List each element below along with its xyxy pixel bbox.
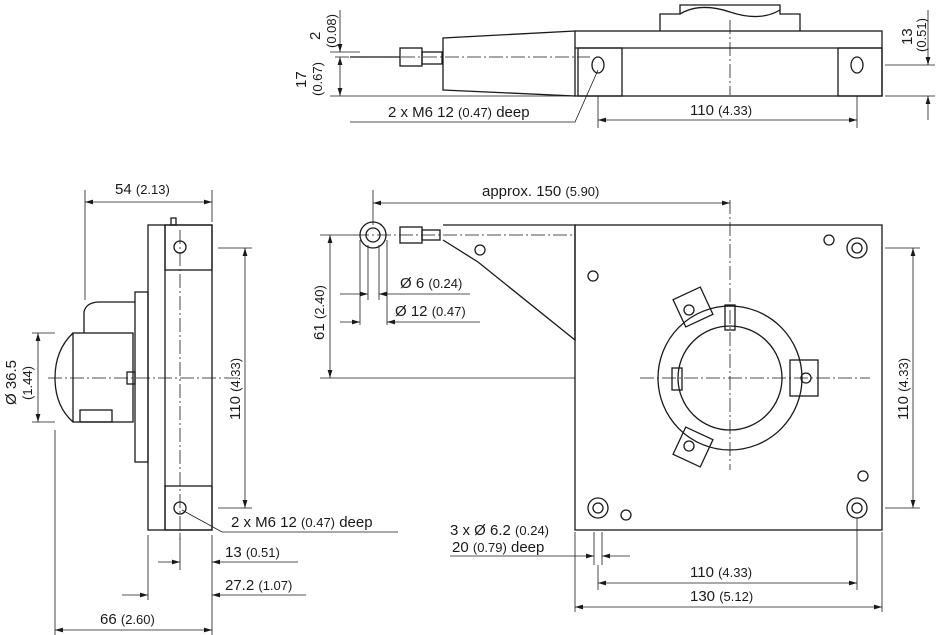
dim-13: 13 — [899, 28, 916, 45]
dim-diameter-inch: (1.44) — [20, 366, 35, 400]
dim-diameter: Ø 36.5 — [3, 360, 20, 405]
thread-label-top: 2 x M6 12 (0.47) deep — [388, 104, 530, 121]
dim-130: 130 (5.12) — [690, 588, 753, 605]
dim-61: 61 (2.40) — [311, 285, 328, 340]
dim-17: 17 — [293, 71, 310, 88]
holes-depth-label: 20 (0.79) deep — [452, 539, 544, 556]
dim-13-inch: (0.51) — [914, 18, 929, 52]
dim-66-side: 66 (2.60) — [100, 611, 155, 628]
dim-54: 54 (2.13) — [115, 181, 170, 198]
dim-110-horizontal: 110 (4.33) — [690, 564, 752, 581]
side-view: 54 (2.13) 110 (4.33) Ø 36.5 (1.44) 2 x M… — [3, 181, 398, 635]
holes-label: 3 x Ø 6.2 (0.24) — [450, 522, 549, 539]
dim-27-side: 27.2 (1.07) — [225, 577, 292, 594]
dim-13-side: 13 (0.51) — [225, 544, 280, 561]
thread-label-side: 2 x M6 12 (0.47) deep — [231, 514, 373, 531]
dim-110-top: 110 (4.33) — [690, 102, 752, 119]
dim-2-inch: (0.08) — [324, 14, 339, 48]
top-view: 2 (0.08) 17 (0.67) 13 (0.51) 2 x M6 12 (… — [293, 4, 935, 128]
dim-2: 2 — [307, 32, 324, 40]
dim-110-vertical: 110 (4.33) — [895, 358, 912, 420]
dim-17-inch: (0.67) — [310, 62, 325, 96]
dim-approx-150: approx. 150 (5.90) — [482, 183, 599, 200]
front-view: approx. 150 (5.90) 61 (2.40) Ø 6 (0.24) … — [311, 183, 920, 612]
dim-dia-6: Ø 6 (0.24) — [400, 275, 462, 292]
dim-dia-12: Ø 12 (0.47) — [395, 303, 466, 320]
dim-110-side: 110 (4.33) — [227, 358, 244, 420]
